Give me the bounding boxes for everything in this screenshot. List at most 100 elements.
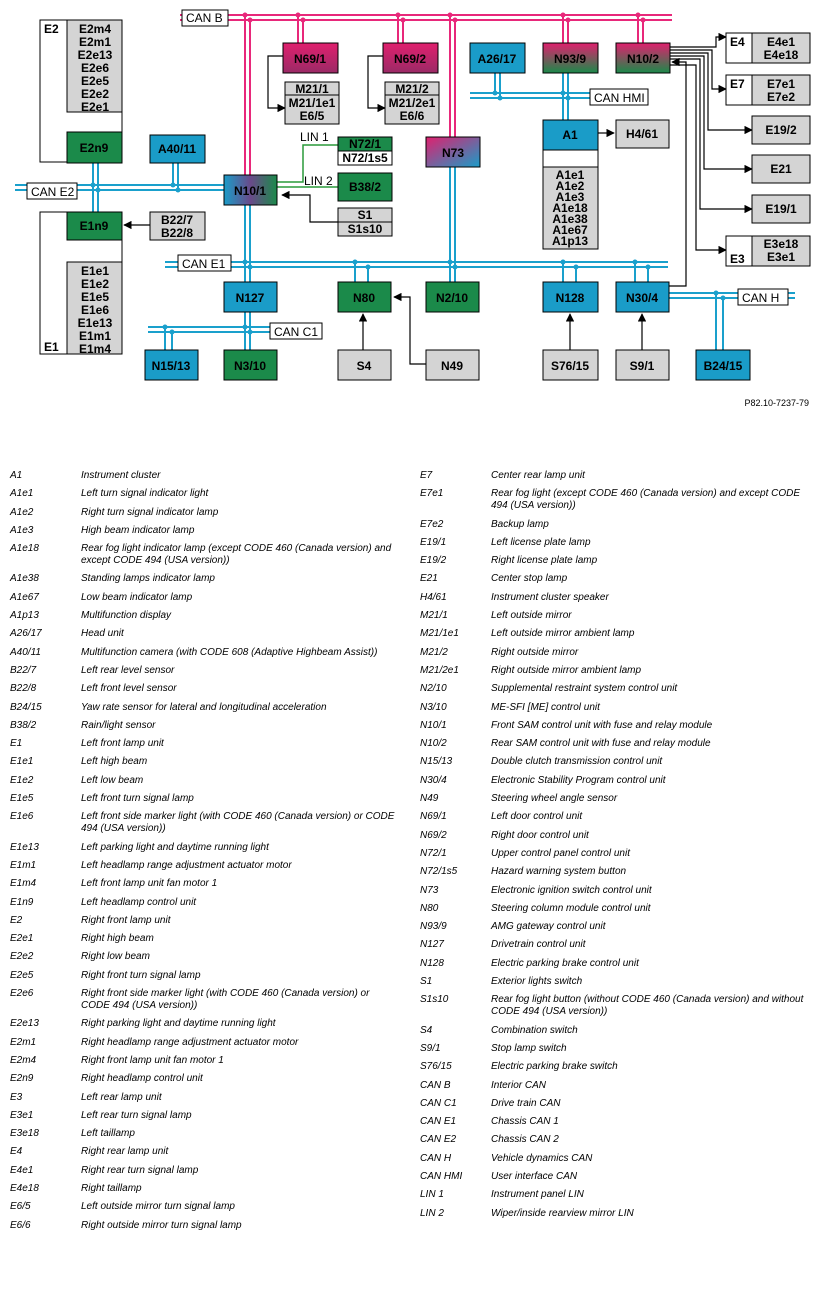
legend-description: Instrument panel LIN	[491, 1189, 584, 1201]
legend-code: N2/10	[420, 683, 447, 695]
module-s4: S4	[357, 359, 372, 373]
can-b-junctions	[242, 12, 646, 23]
m21-2-item: E6/6	[400, 109, 425, 123]
legend-row: A26/17 Head unit	[10, 628, 410, 640]
gradient-modules: N69/1 N69/2 N93/9 N10/2 N73 N10/1	[223, 42, 671, 206]
module-s9-1: S9/1	[630, 359, 655, 373]
e2-item: E2e6	[81, 61, 109, 75]
legend-description: Standing lamps indicator lamp	[81, 573, 215, 585]
lin2-label: LIN 2	[304, 174, 333, 188]
gray-modules: H4/61 S1 S1s10 S4 N49 S76/15 S9/1 E19/2 …	[337, 115, 811, 381]
e1-item: E1e13	[78, 316, 113, 330]
legend-description: Electronic ignition switch control unit	[491, 884, 652, 896]
legend-description: Stop lamp switch	[491, 1042, 567, 1054]
legend-description: AMG gateway control unit	[491, 921, 606, 933]
bus-labels: CAN B CAN E2 CAN E1 CAN C1 CAN H CAN HMI…	[26, 9, 789, 340]
module-n72-1s5: N72/1s5	[342, 151, 388, 165]
legend-description: Right front side marker light (with CODE…	[81, 988, 370, 1012]
legend-description: Right parking light and daytime running …	[81, 1018, 276, 1030]
m21-2-item: M21/2e1	[389, 96, 436, 110]
module-e1n9: E1n9	[80, 219, 109, 233]
legend-description: ME-SFI [ME] control unit	[491, 701, 600, 713]
e2-item: E2e2	[81, 87, 109, 101]
legend-code: S76/15	[420, 1061, 452, 1073]
legend-code: N80	[420, 902, 439, 914]
legend-description: Right outside mirror	[491, 646, 579, 658]
legend-code: S9/1	[420, 1042, 441, 1054]
legend-description: Supplemental restraint system control un…	[491, 683, 678, 695]
e1-item: E1e2	[81, 277, 109, 291]
legend-description: Left rear turn signal lamp	[81, 1109, 192, 1121]
legend-description: Right high beam	[81, 933, 154, 945]
legend-code: E1m4	[10, 878, 37, 890]
legend-description: Combination switch	[491, 1024, 578, 1036]
e2-label: E2	[44, 22, 59, 36]
legend-code: CAN HMI	[420, 1170, 463, 1182]
legend-code: A40/11	[10, 646, 41, 658]
legend-code: N72/1s5	[420, 866, 458, 878]
e3-group: E3 E3e18 E3e1	[725, 235, 811, 267]
e1-item: E1m1	[79, 329, 111, 343]
legend-code: E21	[420, 573, 438, 585]
module-n72-1: N72/1	[349, 137, 381, 151]
legend-code: E1e13	[10, 841, 39, 853]
e7-label: E7	[730, 77, 745, 91]
legend-code: N10/2	[420, 738, 447, 750]
legend-code: A26/17	[10, 628, 42, 640]
legend-code: E4e1	[10, 1164, 34, 1176]
lin1-label: LIN 1	[300, 130, 329, 144]
legend-row: E7e2 Backup lamp	[420, 519, 820, 531]
legend-code: A1e67	[10, 591, 39, 603]
blue-junctions	[90, 90, 726, 335]
legend-description: Right front lamp unit	[81, 914, 171, 926]
legend-code: E7e2	[420, 518, 444, 530]
legend-description: Hazard warning system button	[491, 866, 627, 878]
legend-description: Chassis CAN 2	[491, 1134, 559, 1146]
module-n49: N49	[441, 359, 463, 373]
legend-description: Center rear lamp unit	[491, 470, 585, 481]
module-e19-1: E19/1	[765, 202, 797, 216]
legend-code: N72/1	[420, 847, 447, 859]
legend-description: Backup lamp	[491, 518, 549, 530]
module-s1s10: S1s10	[348, 222, 383, 236]
legend-description: Steering wheel angle sensor	[491, 793, 618, 805]
legend-code: E2e6	[10, 988, 34, 1000]
legend-description: Head unit	[81, 628, 124, 640]
can-b-label: CAN B	[186, 11, 223, 25]
legend-description: Left front side marker light (with CODE …	[81, 811, 395, 835]
legend-code: N73	[420, 884, 439, 896]
legend-code: S1s10	[420, 994, 449, 1006]
legend-description: Wiper/inside rearview mirror LIN	[491, 1207, 634, 1219]
legend-description: Double clutch transmission control unit	[491, 756, 663, 768]
legend-description: Left front lamp unit fan motor 1	[81, 878, 218, 890]
